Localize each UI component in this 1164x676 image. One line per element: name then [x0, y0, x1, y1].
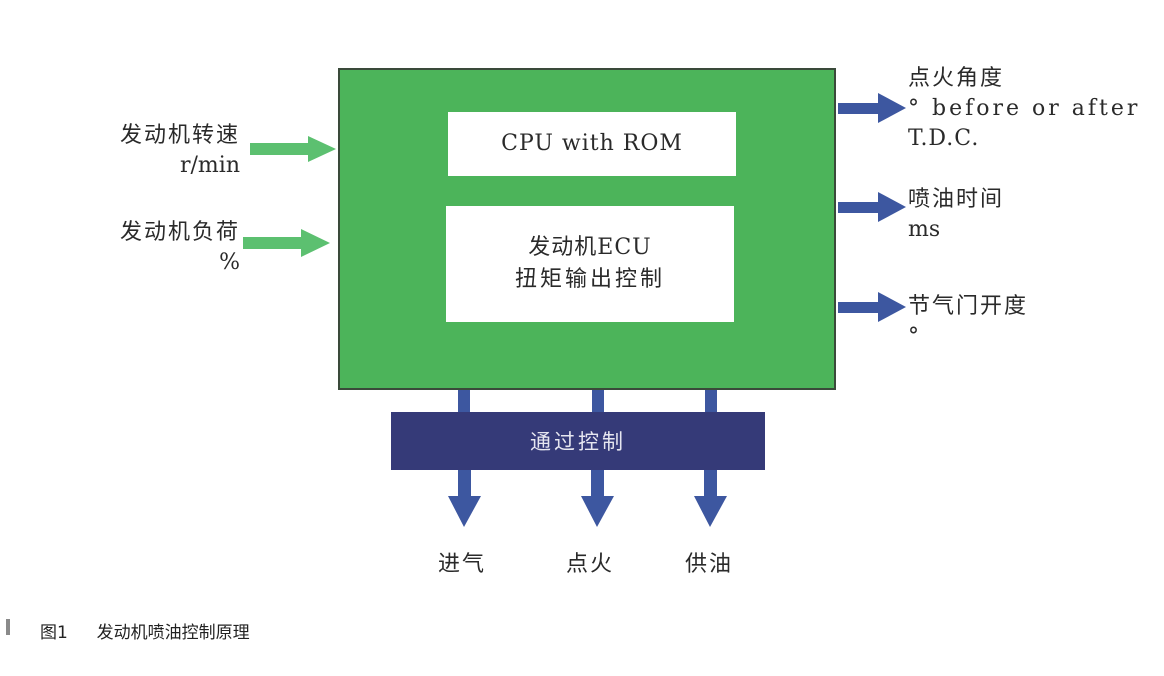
connector-1 — [458, 390, 470, 414]
figure-number: 图1 — [40, 623, 68, 643]
ecu-module-line1: 发动机ECU — [528, 235, 652, 260]
figure-caption: 图1 发动机喷油控制原理 — [40, 618, 250, 643]
connector-2 — [592, 390, 604, 414]
engine-ecu-block: CPU with ROM 发动机ECU 扭矩输出控制 — [338, 68, 836, 390]
ecu-module-line2: 扭矩输出控制 — [514, 267, 665, 292]
torque-output-control-box: 发动机ECU 扭矩输出控制 — [446, 206, 734, 322]
cpu-label: CPU with ROM — [501, 131, 683, 156]
output-throttle-opening-unit: ° — [908, 324, 921, 349]
actuator-fuel: 供油 — [685, 552, 734, 577]
input-engine-speed: 发动机转速 r/min — [90, 121, 240, 181]
down-arrow-intake — [448, 470, 481, 527]
output-ignition-angle: 点火角度 ° before or after T.D.C. — [908, 64, 1140, 154]
down-arrow-ignition — [581, 470, 614, 527]
output-ignition-angle-unit-2: T.D.C. — [908, 126, 980, 151]
output-arrow-injection-time — [838, 192, 906, 222]
input-engine-speed-label: 发动机转速 — [119, 123, 240, 148]
caption-marker — [6, 619, 10, 635]
output-throttle-opening-label: 节气门开度 — [908, 294, 1029, 319]
output-throttle-opening: 节气门开度 ° — [908, 292, 1028, 352]
actuator-ignition: 点火 — [566, 552, 615, 577]
control-bar-label: 通过控制 — [530, 430, 626, 454]
output-injection-time-label: 喷油时间 — [908, 187, 1005, 212]
cpu-with-rom-box: CPU with ROM — [448, 112, 736, 176]
output-ignition-angle-unit-1: ° before or after — [908, 96, 1141, 121]
down-arrow-fuel — [694, 470, 727, 527]
input-engine-load-label: 发动机负荷 — [119, 220, 240, 245]
connector-3 — [705, 390, 717, 414]
output-arrow-throttle-opening — [838, 292, 906, 322]
output-ignition-angle-label: 点火角度 — [908, 66, 1005, 91]
input-arrow-engine-load — [243, 229, 330, 257]
input-arrow-engine-speed — [250, 136, 336, 162]
output-arrow-ignition-angle — [838, 93, 906, 123]
actuator-intake: 进气 — [438, 552, 487, 577]
input-engine-speed-unit: r/min — [180, 153, 240, 178]
control-bar: 通过控制 — [391, 412, 765, 470]
output-injection-time-unit: ms — [908, 217, 941, 242]
input-engine-load-unit: % — [219, 250, 240, 275]
figure-title: 发动机喷油控制原理 — [96, 623, 250, 643]
input-engine-load: 发动机负荷 % — [90, 218, 240, 278]
output-injection-time: 喷油时间 ms — [908, 185, 1004, 245]
